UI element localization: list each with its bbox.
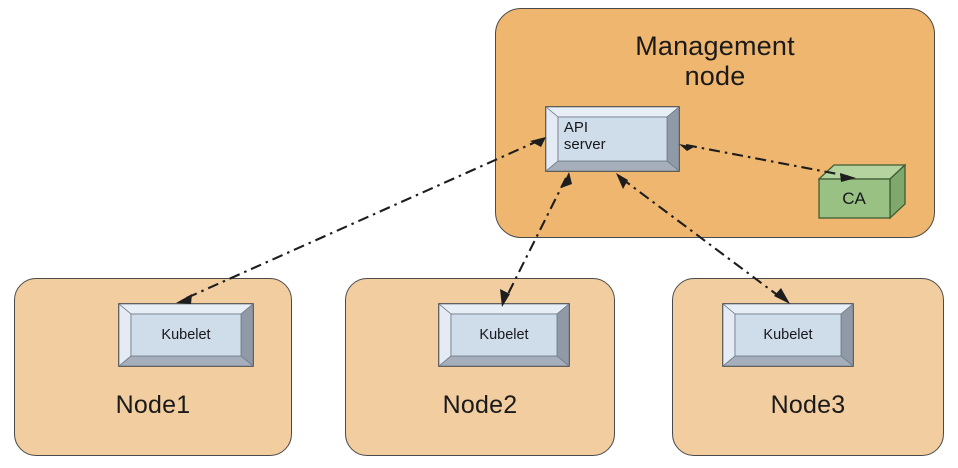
ca-box[interactable]: CA <box>817 163 907 220</box>
kubelet-box-1[interactable]: Kubelet <box>117 303 255 367</box>
kubelet-bevel-graphic-1 <box>117 303 255 367</box>
node-label-1: Node1 <box>115 391 191 419</box>
management-node-label: Management node <box>635 31 795 92</box>
kubelet-bevel-graphic-2 <box>437 303 571 367</box>
api-server-box[interactable]: API server <box>544 106 681 172</box>
api-server-bevel-graphic <box>544 106 681 172</box>
kubelet-bevel-graphic-3 <box>721 303 855 367</box>
ca-cube-graphic <box>817 163 907 220</box>
node-label-2: Node2 <box>442 391 518 419</box>
node-label-3: Node3 <box>770 391 846 419</box>
kubelet-box-3[interactable]: Kubelet <box>721 303 855 367</box>
kubelet-box-2[interactable]: Kubelet <box>437 303 571 367</box>
